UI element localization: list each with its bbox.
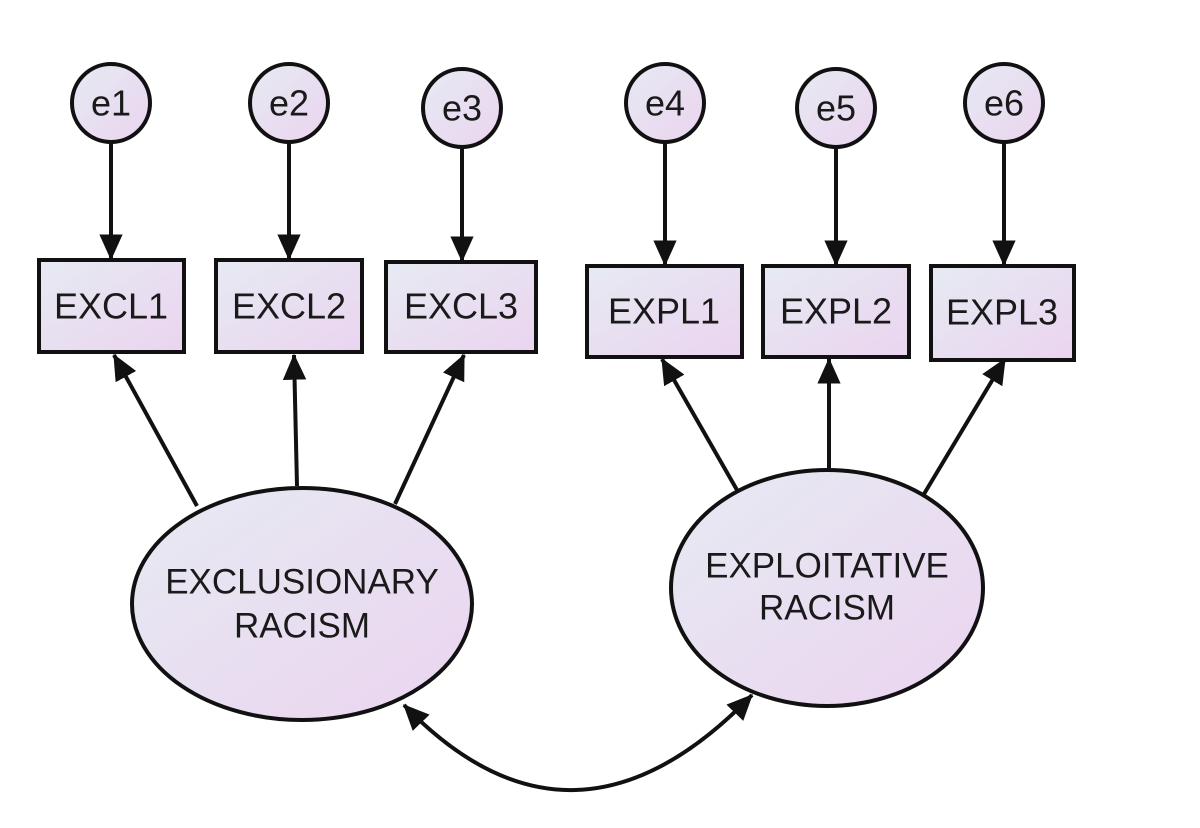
covariance-arrow <box>402 693 754 792</box>
arrow-exploitative-expl1 <box>660 357 739 491</box>
observed-node-excl1: EXCL1 <box>37 258 186 354</box>
loading-arrows <box>112 353 1007 507</box>
arrow-exploitative-expl3 <box>922 357 1007 496</box>
latent-label-line1: EXCLUSIONARY <box>165 563 439 602</box>
observed-node-expl2: EXPL2 <box>761 264 911 359</box>
observed-node-excl2: EXCL2 <box>214 258 364 354</box>
arrow-exclusionary-excl1 <box>112 353 199 507</box>
error-node-e5: e5 <box>795 67 877 149</box>
error-label: e5 <box>816 88 856 129</box>
error-arrows <box>99 142 1016 267</box>
error-label: e2 <box>269 83 309 124</box>
arrow-exclusionary-excl3 <box>393 353 466 505</box>
error-label: e1 <box>91 83 131 124</box>
error-node-e3: e3 <box>421 67 503 149</box>
error-terms: e1 e2 e3 e4 e5 e6 <box>70 62 1045 149</box>
observed-node-excl3: EXCL3 <box>384 260 538 354</box>
observed-label: EXCL2 <box>232 286 346 327</box>
observed-label: EXPL2 <box>780 291 892 332</box>
latent-label-line2: RACISM <box>234 607 370 646</box>
error-node-e1: e1 <box>70 62 152 144</box>
observed-label: EXCL3 <box>404 286 518 327</box>
error-node-e2: e2 <box>248 62 330 144</box>
observed-label: EXPL1 <box>608 291 720 332</box>
observed-node-expl3: EXPL3 <box>929 264 1076 362</box>
latent-factors: EXCLUSIONARY RACISM EXPLOITATIVE RACISM <box>130 468 985 722</box>
error-label: e3 <box>442 88 482 129</box>
observed-indicators: EXCL1 EXCL2 EXCL3 EXPL1 EXPL2 EXPL3 <box>37 258 1076 362</box>
error-label: e4 <box>645 83 685 124</box>
latent-node-exploitative: EXPLOITATIVE RACISM <box>669 468 985 708</box>
latent-label-line1: EXPLOITATIVE <box>705 547 949 586</box>
error-node-e4: e4 <box>624 62 706 144</box>
observed-label: EXPL3 <box>946 292 1058 333</box>
observed-label: EXCL1 <box>54 286 168 327</box>
error-label: e6 <box>984 83 1024 124</box>
latent-node-exclusionary: EXCLUSIONARY RACISM <box>130 486 474 722</box>
observed-node-expl1: EXPL1 <box>585 264 744 359</box>
latent-label-line2: RACISM <box>759 589 895 628</box>
error-node-e6: e6 <box>963 62 1045 144</box>
arrow-exclusionary-excl2 <box>282 353 307 487</box>
